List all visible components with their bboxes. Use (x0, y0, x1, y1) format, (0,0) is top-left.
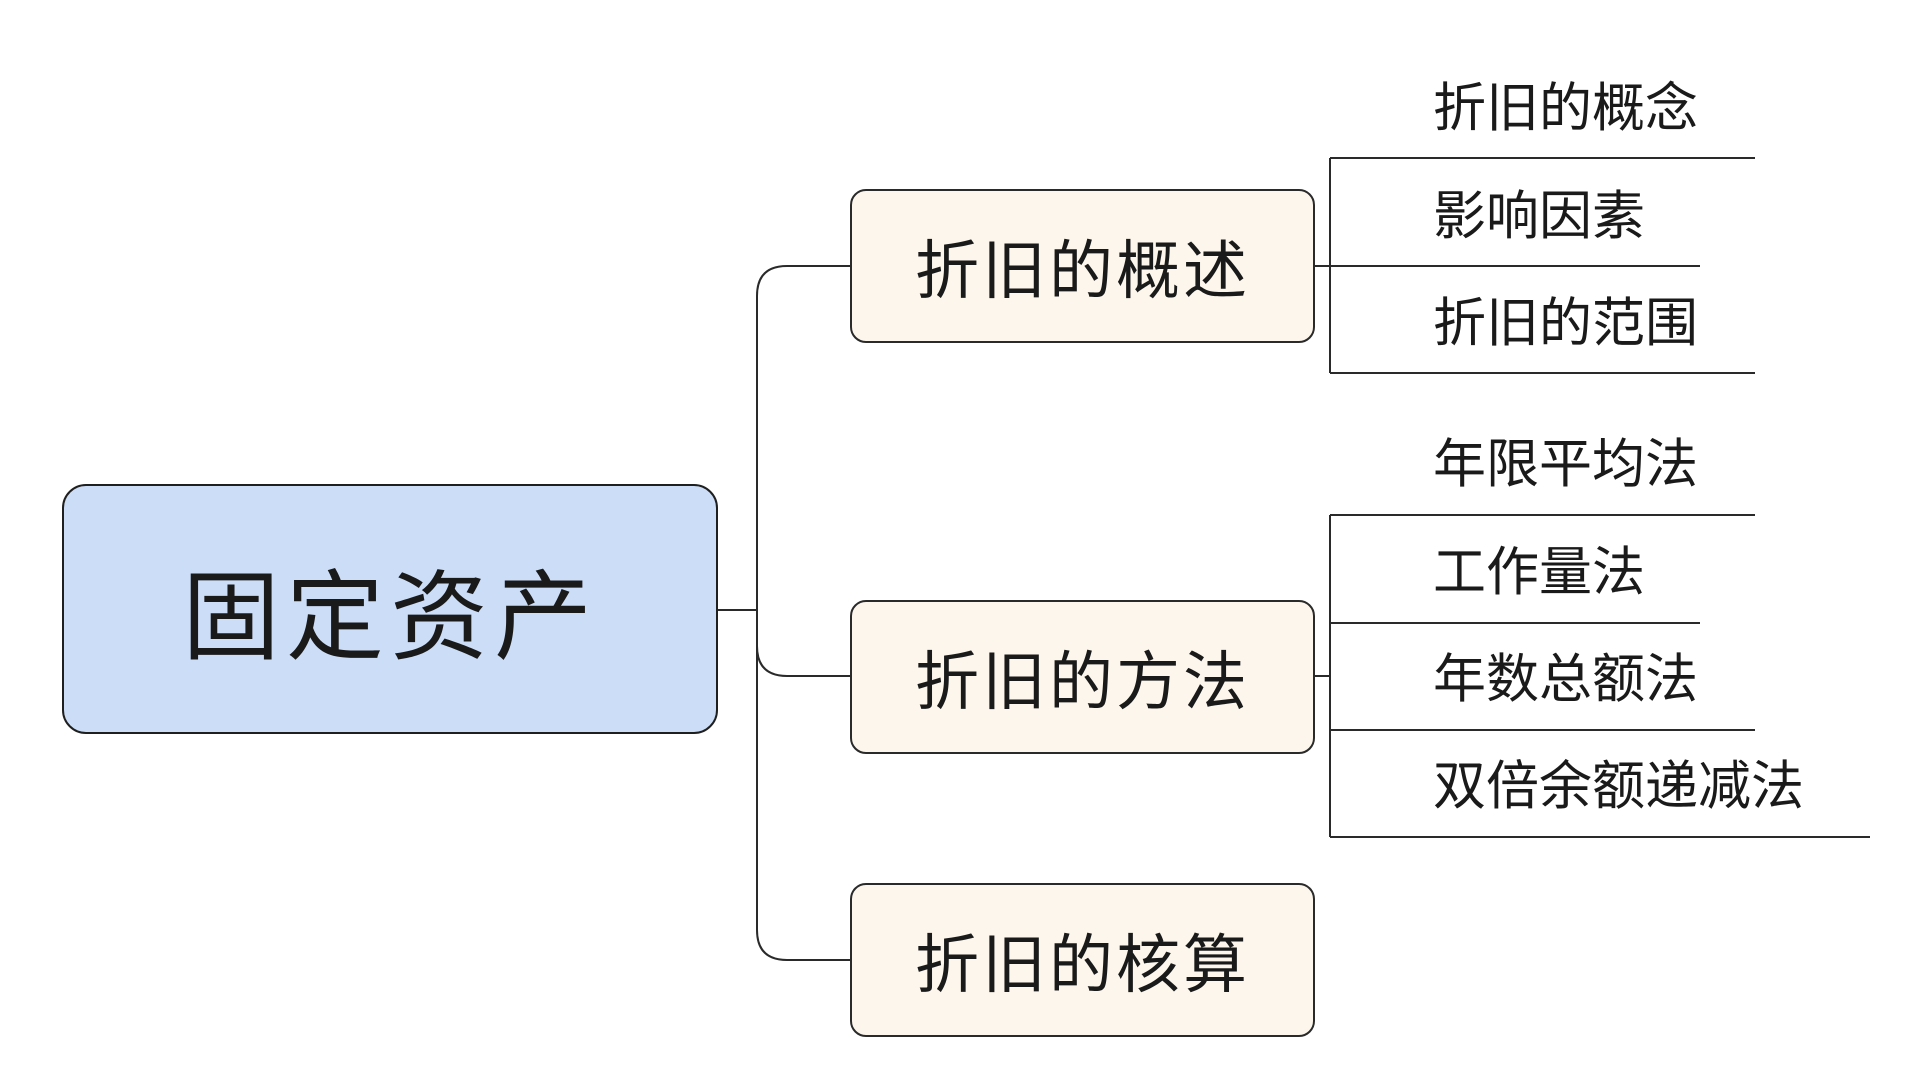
leaf-double-declining[interactable]: 双倍余额递减法 (1433, 756, 1804, 817)
leaf-straight-line[interactable]: 年限平均法 (1433, 434, 1698, 495)
branch-label: 折旧的方法 (915, 646, 1250, 720)
root-label: 固定资产 (181, 561, 598, 675)
root-node[interactable]: 固定资产 (62, 484, 718, 734)
branch-node-accounting[interactable]: 折旧的核算 (850, 883, 1315, 1037)
branch-node-overview[interactable]: 折旧的概述 (850, 189, 1315, 343)
leaf-concept[interactable]: 折旧的概念 (1433, 78, 1698, 139)
leaf-sum-of-years[interactable]: 年数总额法 (1433, 649, 1698, 710)
branch-node-methods[interactable]: 折旧的方法 (850, 600, 1315, 754)
leaf-factors[interactable]: 影响因素 (1433, 186, 1645, 247)
branch-label: 折旧的核算 (915, 929, 1250, 1003)
branch-label: 折旧的概述 (915, 235, 1250, 309)
leaf-units-of-production[interactable]: 工作量法 (1433, 542, 1645, 603)
leaf-scope[interactable]: 折旧的范围 (1433, 293, 1698, 354)
trunk-connector (756, 265, 850, 961)
branch2-connector (756, 645, 850, 677)
